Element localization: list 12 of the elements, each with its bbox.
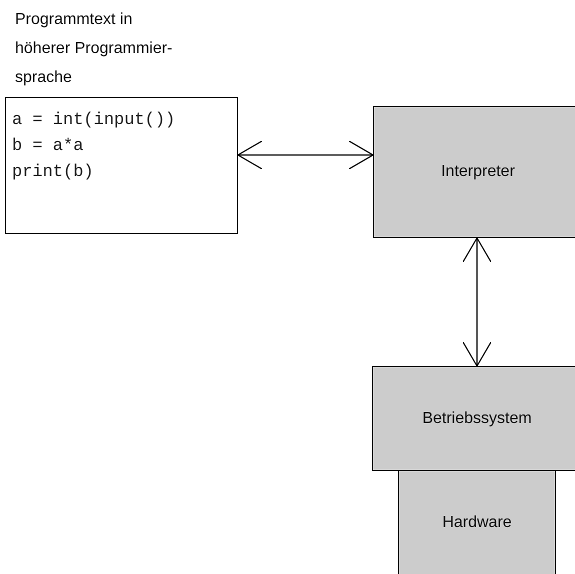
code-caption: Programmtext in höherer Programmier- sprache (15, 10, 174, 88)
process-box (372, 366, 575, 471)
code-line: print(b) (12, 162, 95, 184)
process-box (373, 106, 575, 238)
process-box (398, 470, 556, 574)
code-line: b = a*a (12, 136, 84, 158)
code-line: a = int(input()) (12, 110, 176, 132)
box-label: Betriebssystem (422, 410, 532, 428)
box-label: Hardware (442, 514, 512, 532)
double-arrow (462, 237, 492, 367)
double-arrow (237, 140, 374, 170)
box-label: Interpreter (441, 163, 515, 181)
